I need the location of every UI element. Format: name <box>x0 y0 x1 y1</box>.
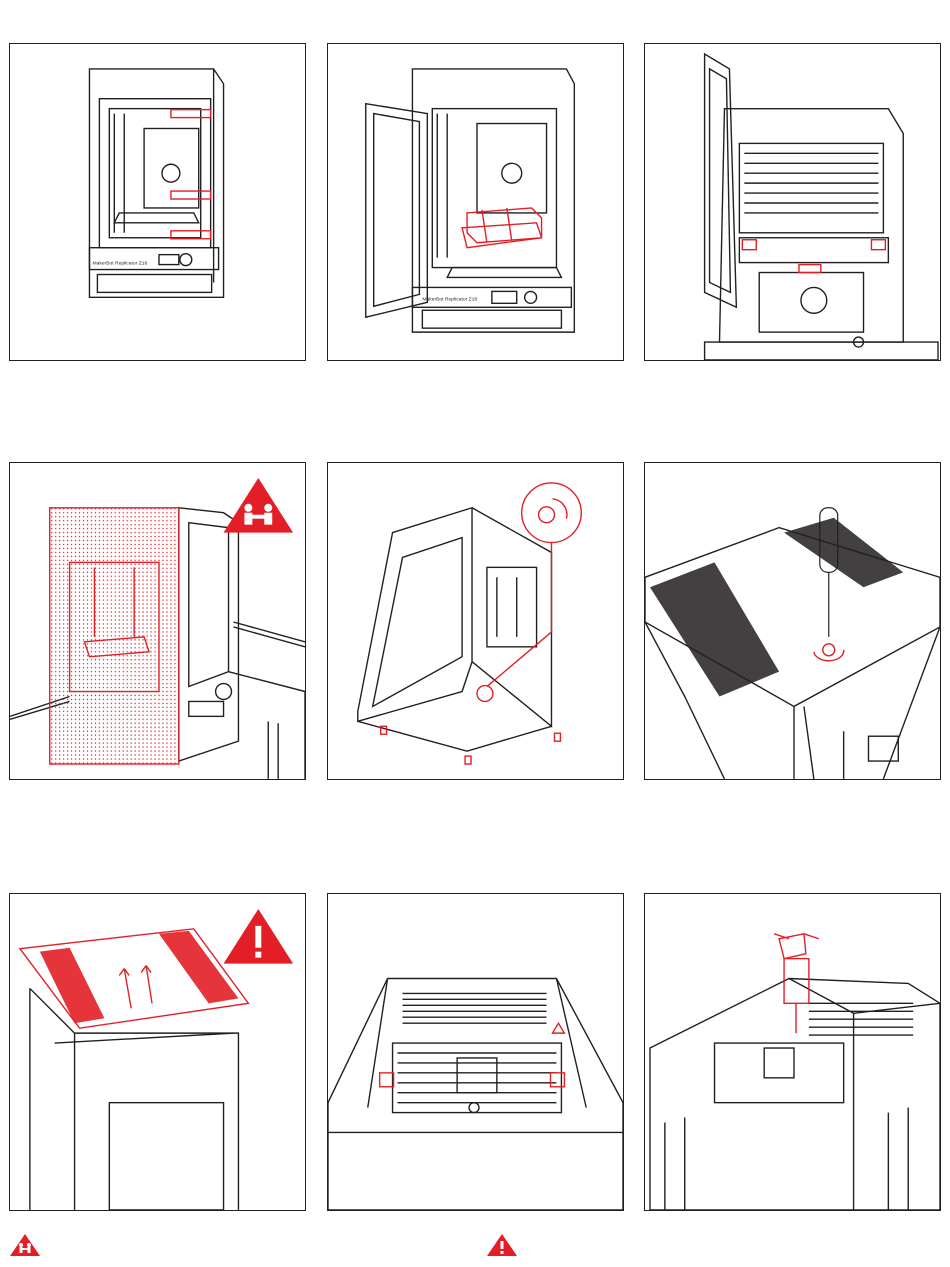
step-6-panel <box>644 462 941 780</box>
step-7-panel <box>9 893 306 1211</box>
two-person-lift-icon <box>224 478 294 533</box>
step-4-panel <box>9 462 306 780</box>
printer-lift-illustration <box>10 463 305 779</box>
install-extruder-illustration <box>645 894 940 1210</box>
brand-label: MakerBot Replicator Z18 <box>422 296 477 302</box>
printer-tipped-illustration <box>328 463 623 779</box>
printer-door-open-illustration: MakerBot Replicator Z18 <box>328 44 623 360</box>
printer-front-illustration: MakerBot Replicator Z18 <box>10 44 305 360</box>
gantry-clips-illustration <box>328 894 623 1210</box>
step-9-panel <box>644 893 941 1211</box>
caution-exclamation-icon <box>224 909 294 964</box>
step-8-panel <box>327 893 624 1211</box>
brand-label: MakerBot Replicator Z18 <box>92 261 147 267</box>
footer-two-person-lift-icon <box>9 1233 41 1257</box>
step-1-panel: MakerBot Replicator Z18 <box>9 43 306 361</box>
top-panel-screwdriver-illustration <box>645 463 940 779</box>
printer-top-open-illustration <box>645 44 940 360</box>
footer-caution-exclamation-icon <box>486 1233 518 1257</box>
step-5-panel <box>327 462 624 780</box>
top-panel-lift-illustration <box>10 894 305 1210</box>
step-3-panel <box>644 43 941 361</box>
step-2-panel: MakerBot Replicator Z18 <box>327 43 624 361</box>
